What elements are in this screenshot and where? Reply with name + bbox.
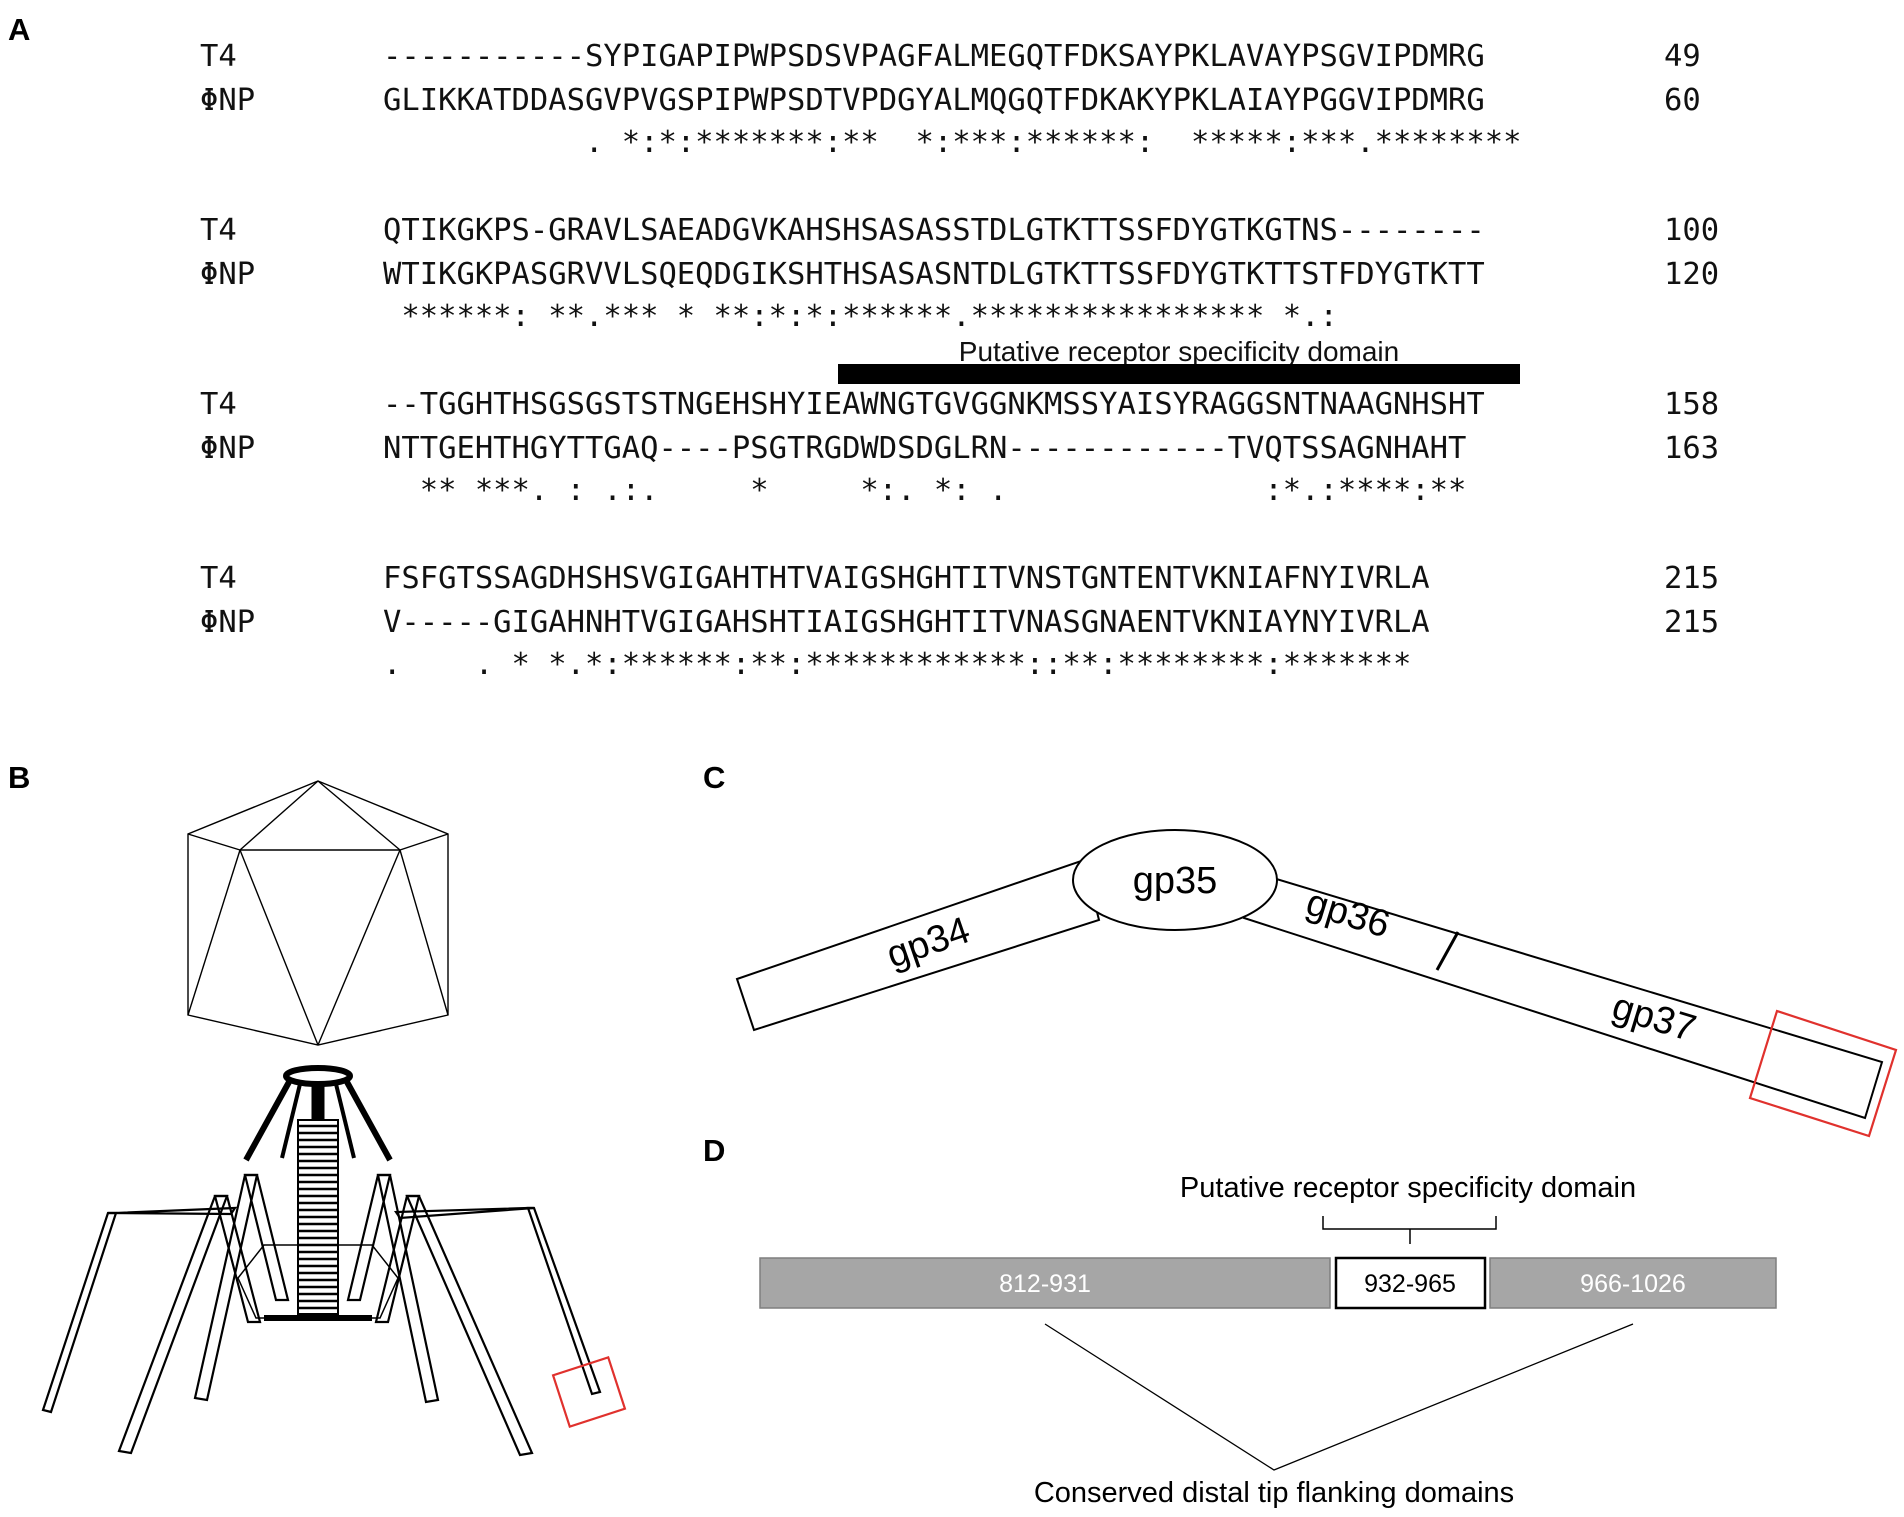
alignment-seq-name: ΦNP	[200, 257, 256, 292]
domain-segment-right	[1489, 1257, 1777, 1309]
domain-map-title: Putative receptor specificity domain	[1180, 1172, 1636, 1204]
fiber-tip-highlight-box	[551, 1355, 627, 1429]
fiber-tip-highlight-box	[1748, 1009, 1898, 1138]
alignment-position: 158	[1664, 387, 1720, 422]
alignment-consensus: ******: **.*** * **:*:*:******.*********…	[383, 299, 1338, 334]
alignment-consensus: . . * *.*:******:**:************::**:***…	[383, 647, 1412, 682]
panel-label-c: C	[703, 760, 726, 795]
flank-connector	[1044, 1323, 1634, 1471]
alignment-sequence: GLIKKATDDASGVPVGSPIPWPSDTVPDGYALMQGQTFDK…	[383, 83, 1485, 118]
panel-label-d: D	[703, 1133, 726, 1168]
alignment-position: 60	[1664, 83, 1701, 118]
alignment-consensus: ** ***. : .:. * *:. *: . :*.:****:**	[383, 473, 1467, 508]
alignment-sequence: -----------SYPIGAPIPWPSDSVPAGFALMEGQTFDK…	[383, 39, 1485, 74]
phage-tail	[297, 1119, 339, 1315]
alignment-position: 163	[1664, 431, 1720, 466]
alignment-position: 49	[1664, 39, 1701, 74]
alignment-consensus: . *:*:*******:** *:***:******: *****:***…	[383, 125, 1522, 160]
alignment-position: 100	[1664, 213, 1720, 248]
domain-segment-label: 932-965	[1364, 1270, 1456, 1298]
domain-segment-center	[1334, 1256, 1487, 1310]
alignment-position: 120	[1664, 257, 1720, 292]
alignment-sequence: WTIKGKPASGRVVLSQEQDGIKSHTHSASASNTDLGTKTT…	[383, 257, 1485, 292]
gp35-node	[1072, 829, 1278, 931]
alignment-seq-name: ΦNP	[200, 431, 256, 466]
alignment-sequence: NTTGEHTHGYTTGAQ----PSGTRGDWDSDGLRN------…	[383, 431, 1467, 466]
phage-tail-fibers	[41, 1173, 602, 1457]
domain-segment-label: 966-1026	[1580, 1270, 1686, 1298]
alignment-seq-name: ΦNP	[200, 605, 256, 640]
phage-capsid	[187, 780, 449, 1046]
gp34-segment	[735, 858, 1101, 1032]
domain-map: Putative receptor specificity domain 812…	[759, 1172, 1777, 1509]
alignment-sequence: FSFGTSSAGDHSHSVGIGAHTHTVAIGSHGHTITVNSTGN…	[383, 561, 1430, 596]
flank-label: Conserved distal tip flanking domains	[1034, 1477, 1514, 1509]
alignment-sequence: V-----GIGAHNHTVGIGAHSHTIAIGSHGHTITVNASGN…	[383, 605, 1430, 640]
panel-label-a: A	[8, 12, 31, 47]
domain-bar-label: Putative receptor specificity domain	[958, 336, 1400, 367]
alignment-seq-name: T4	[200, 39, 237, 74]
alignment-position: 215	[1664, 561, 1720, 596]
domain-segment-label: 812-931	[999, 1270, 1091, 1298]
panel-label-b: B	[8, 760, 31, 795]
alignment-seq-name: T4	[200, 561, 237, 596]
phage-collar	[243, 1065, 393, 1162]
domain-segment-left	[759, 1257, 1331, 1309]
alignment-sequence: --TGGHTHSGSGSTSTNGEHSHYIEAWNGTGVGGNKMSSY…	[383, 387, 1485, 422]
tail-fiber-diagram: gp35 gp34 gp36 gp37	[735, 829, 1898, 1138]
alignment-seq-name: ΦNP	[200, 83, 256, 118]
phage-diagram	[41, 780, 627, 1457]
alignment-position: 215	[1664, 605, 1720, 640]
alignment-sequence: QTIKGKPS-GRAVLSAEADGVKAHSHSASASSTDLGTKTT…	[383, 213, 1485, 248]
domain-bracket	[1322, 1216, 1497, 1244]
phage-baseplate	[237, 1244, 399, 1321]
alignment-seq-name: T4	[200, 387, 237, 422]
alignment-seq-name: T4	[200, 213, 237, 248]
gp36-gp37-boundary	[1435, 931, 1460, 971]
domain-bar	[838, 364, 1520, 384]
gp35-label: gp35	[1133, 860, 1218, 902]
